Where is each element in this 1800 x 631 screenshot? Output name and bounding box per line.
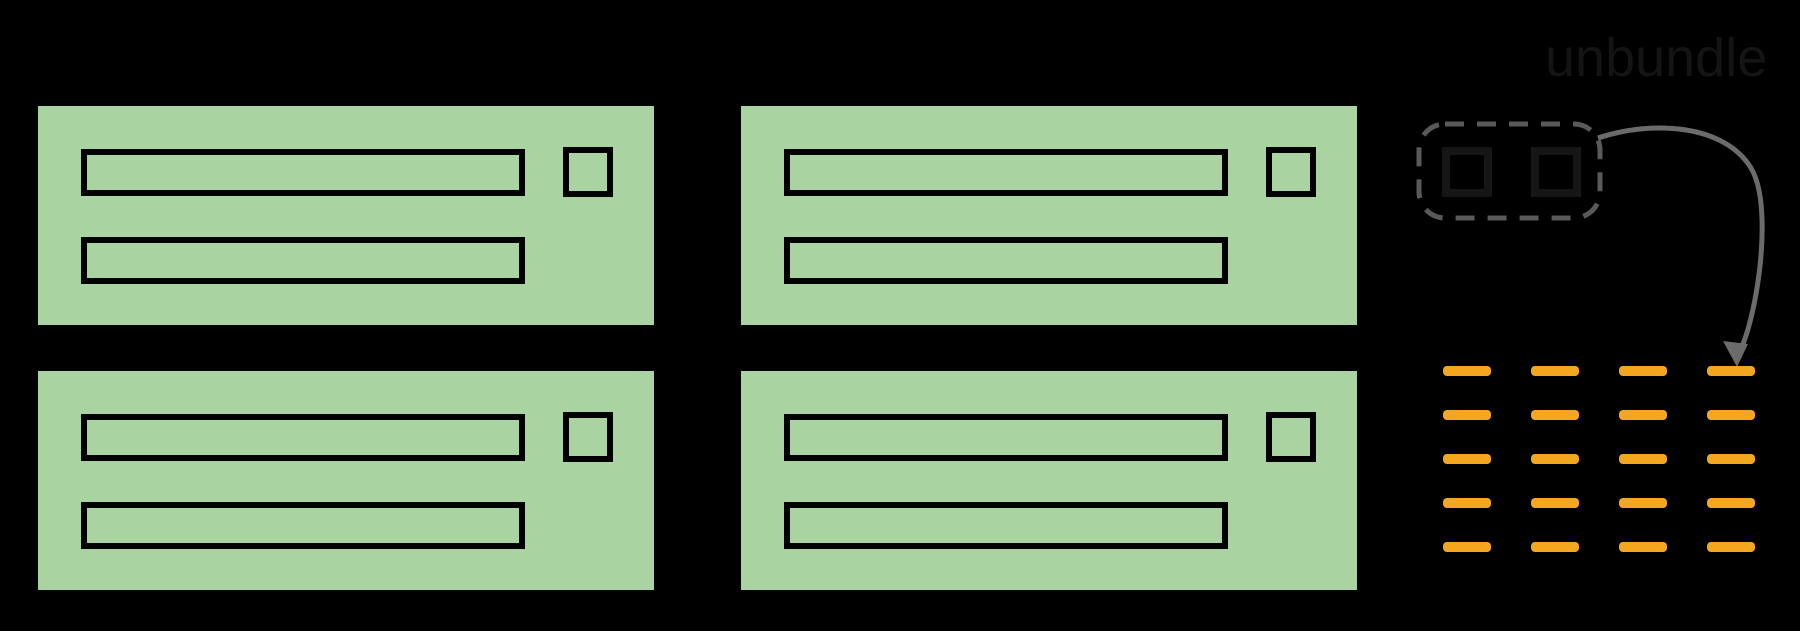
token-dash (1707, 366, 1755, 376)
bundled-token-square (1442, 147, 1492, 197)
text-line-bar (784, 502, 1228, 549)
token-dash (1531, 454, 1579, 464)
token-dash (1531, 410, 1579, 420)
unbundle-arrowhead-icon (1723, 341, 1748, 367)
token-dash (1443, 410, 1491, 420)
token-dash (1531, 366, 1579, 376)
card-token-square (563, 147, 613, 197)
card-token-square (563, 412, 613, 462)
bundle-dashed-box (1416, 121, 1603, 221)
token-dash (1443, 454, 1491, 464)
unbundle-arrow-curve (1597, 125, 1765, 355)
text-line-bar (784, 414, 1228, 461)
text-line-bar (81, 414, 525, 461)
text-line-bar (81, 502, 525, 549)
token-dash (1707, 542, 1755, 552)
text-line-bar (784, 149, 1228, 196)
token-dash (1443, 542, 1491, 552)
document-card-top-right (741, 106, 1357, 325)
token-dash (1619, 410, 1667, 420)
token-dash (1619, 498, 1667, 508)
text-line-bar (784, 237, 1228, 284)
card-token-square (1266, 412, 1316, 462)
token-dash (1443, 366, 1491, 376)
token-dash (1619, 454, 1667, 464)
token-dash (1707, 454, 1755, 464)
text-line-bar (81, 149, 525, 196)
token-dash (1619, 366, 1667, 376)
token-dash (1619, 542, 1667, 552)
bundled-token-square (1531, 147, 1581, 197)
unbundle-label: unbundle (1545, 28, 1768, 88)
card-token-square (1266, 147, 1316, 197)
token-dash (1443, 498, 1491, 508)
text-line-bar (81, 237, 525, 284)
document-card-bottom-left (38, 371, 654, 590)
token-dash (1707, 410, 1755, 420)
document-card-top-left (38, 106, 654, 325)
token-dash (1531, 498, 1579, 508)
token-dash (1707, 498, 1755, 508)
token-dash (1531, 542, 1579, 552)
document-card-bottom-right (741, 371, 1357, 590)
